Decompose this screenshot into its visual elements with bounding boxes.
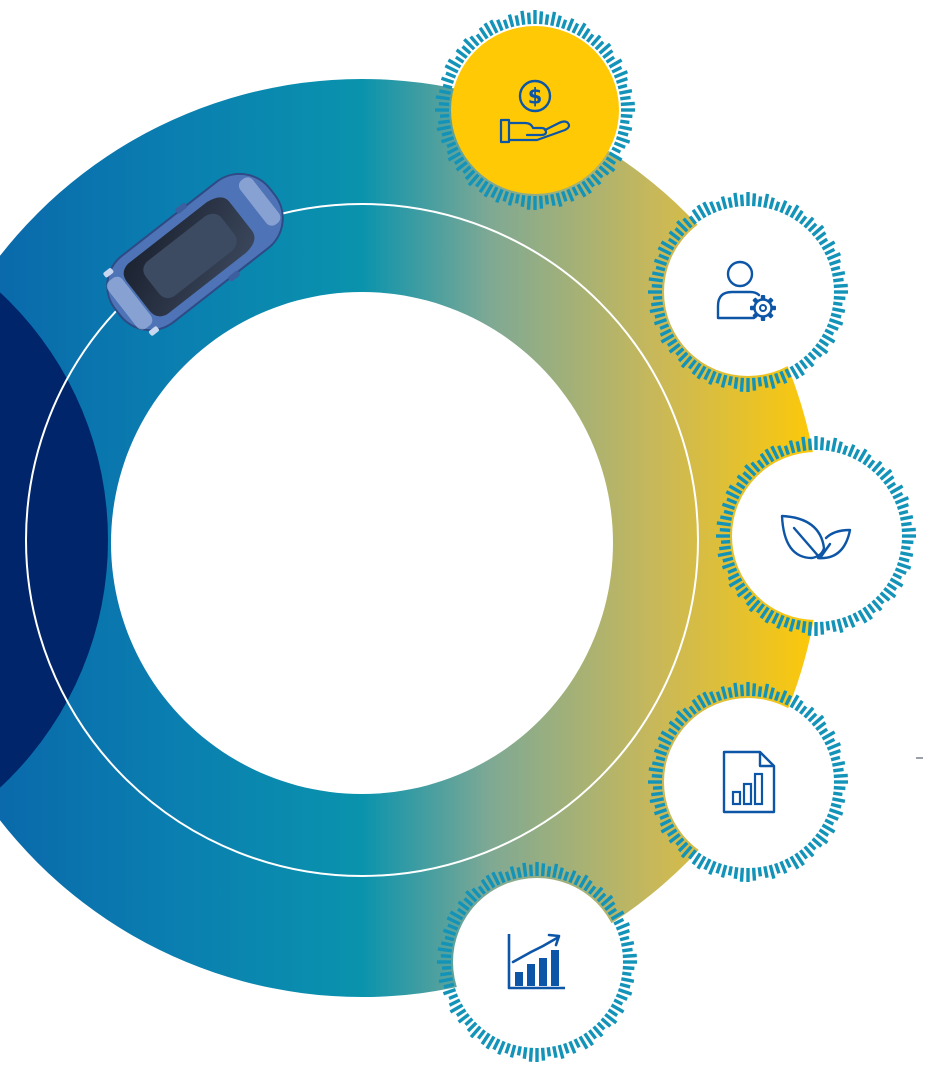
leaf-icon <box>780 514 852 560</box>
svg-text:$: $ <box>528 85 543 109</box>
node-group: $ <box>435 10 916 1062</box>
node-finance[interactable]: $ <box>435 10 635 210</box>
node-disc <box>664 698 832 866</box>
node-tick-ring <box>648 682 848 882</box>
dollar-hand-icon: $ <box>499 79 571 144</box>
stray-mark <box>916 757 923 759</box>
node-growth[interactable] <box>437 862 637 1062</box>
node-tick-ring <box>716 436 916 636</box>
node-tick-ring <box>648 192 848 392</box>
node-sustainability[interactable] <box>716 436 916 636</box>
growth-chart-icon <box>507 933 565 990</box>
user-gear-icon <box>716 260 776 321</box>
node-people[interactable] <box>648 192 848 392</box>
document-chart-icon <box>722 750 776 814</box>
navy-side-shape <box>0 292 108 788</box>
node-tick-ring <box>437 862 637 1062</box>
inner-track-line <box>25 203 699 877</box>
node-tick-ring <box>435 10 635 210</box>
car-icon <box>103 172 284 336</box>
gradient-ring <box>0 79 821 997</box>
node-disc <box>453 878 621 1046</box>
node-disc <box>732 452 900 620</box>
node-reporting[interactable] <box>648 682 848 882</box>
